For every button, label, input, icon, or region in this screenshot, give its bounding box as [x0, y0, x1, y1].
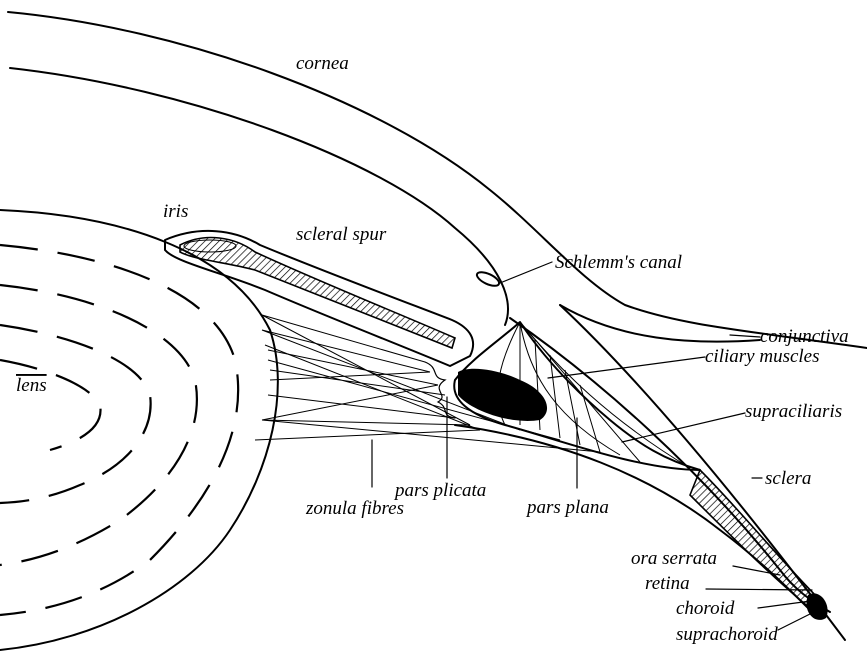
label-retina: retina	[645, 573, 690, 594]
conjunctiva-line	[560, 305, 760, 342]
supraciliaris-lower	[455, 425, 815, 615]
label-lens: lens	[16, 375, 47, 396]
schlemms-canal	[475, 269, 501, 288]
lens-lamella-4	[0, 360, 101, 450]
label-schlemms-canal: Schlemm's canal	[555, 252, 682, 273]
label-ciliary-muscles: ciliary muscles	[705, 346, 820, 367]
label-conjunctiva: conjunctiva	[760, 326, 849, 347]
cornea-inner-surface	[10, 68, 508, 325]
lens-lamella-1	[0, 245, 238, 615]
ciliary-muscle-bundle	[458, 369, 547, 421]
ora-serrata-mass	[806, 593, 827, 620]
label-cornea: cornea	[296, 53, 349, 74]
label-ora-serrata: ora serrata	[631, 548, 717, 569]
leader-ciliary-muscles	[548, 357, 705, 378]
leader-conjunctiva	[730, 335, 760, 337]
label-zonula-fibres: zonula fibres	[305, 498, 404, 519]
label-choroid: choroid	[676, 598, 735, 619]
lens-lamella-3	[0, 325, 151, 503]
label-pars-plana: pars plana	[525, 497, 609, 518]
label-supraciliaris: supraciliaris	[745, 401, 842, 422]
label-iris: iris	[163, 201, 188, 222]
label-suprachoroid: suprachoroid	[676, 624, 778, 645]
label-pars-plicata: pars plicata	[393, 480, 486, 501]
leader-schlemms-canal	[500, 262, 552, 283]
label-scleral-spur: scleral spur	[296, 224, 387, 245]
label-sclera: sclera	[765, 468, 811, 489]
lens-lamella-2	[0, 285, 197, 565]
cornea-outer-surface	[8, 12, 867, 348]
